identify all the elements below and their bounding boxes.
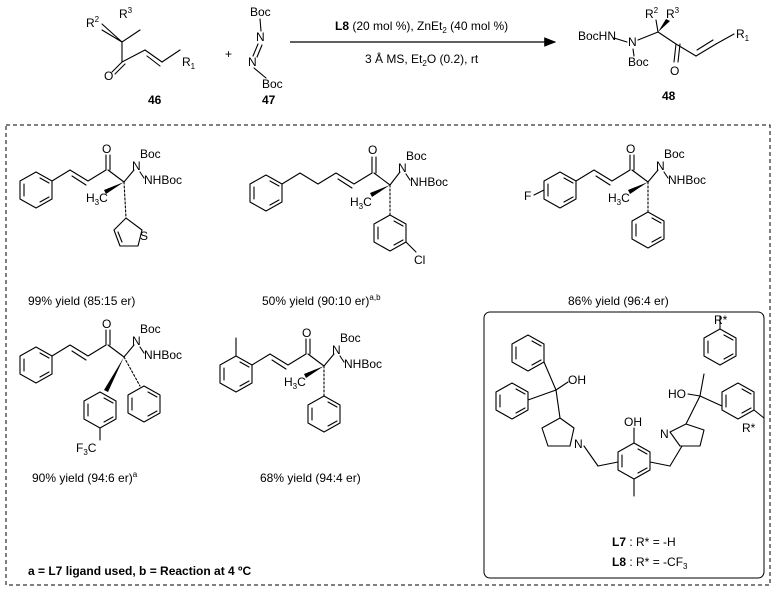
product-48: BocHN N Boc R2 R3 O R1 48 xyxy=(578,6,750,103)
atom-boc: Boc xyxy=(340,331,361,345)
product-structure-1: O N Boc NHBoc H3C S xyxy=(19,142,182,247)
atom-h3c: H3C xyxy=(608,191,630,207)
atom-boc: Boc xyxy=(140,147,161,161)
ligand-box xyxy=(483,311,765,579)
oxygen-label-product: O xyxy=(670,64,679,78)
atom-boc: Boc xyxy=(140,322,161,336)
atom-o: O xyxy=(626,142,635,156)
yield-label-4: 90% yield (94:6 er)a xyxy=(32,470,138,485)
atom-h3c: H3C xyxy=(350,195,372,211)
atom-h3c: H3C xyxy=(86,191,108,207)
conditions-line-2: 3 Å MS, Et2O (0.2), rt xyxy=(365,51,479,68)
atom-oh: OH xyxy=(568,373,586,387)
r2-label-product: R2 xyxy=(645,6,659,21)
boc-top: Boc xyxy=(250,5,271,19)
atom-f3c: F3C xyxy=(76,441,97,457)
yield-label-1: 99% yield (85:15 er) xyxy=(28,294,135,308)
n-atom-2: N xyxy=(248,55,257,69)
reactant-46: R2 R3 O R1 46 xyxy=(86,6,196,107)
bochn-label: BocHN xyxy=(578,29,616,43)
atom-o: O xyxy=(102,317,111,331)
compound-47-number: 47 xyxy=(262,93,276,107)
oxygen-label: O xyxy=(104,69,113,83)
ligand-l7-definition: L7 : R* = -H xyxy=(612,535,676,549)
atom-n: N xyxy=(132,159,141,173)
atom-nhboc: NHBoc xyxy=(410,175,448,189)
atom-rstar-right: R* xyxy=(742,421,756,435)
product-structure-5: O N Boc NHBoc H3C xyxy=(219,326,382,433)
atom-boc: Boc xyxy=(664,147,685,161)
ligand-structure: OH N OH N HO R* R* xyxy=(495,313,765,497)
atom-nhboc: NHBoc xyxy=(144,173,182,187)
boc-label: Boc xyxy=(628,55,649,69)
compound-46-number: 46 xyxy=(148,93,162,107)
atom-boc: Boc xyxy=(406,149,427,163)
yield-label-5: 68% yield (94:4 er) xyxy=(260,471,361,485)
atom-o: O xyxy=(102,142,111,156)
compound-48-number: 48 xyxy=(662,89,676,103)
product-structure-4: O N Boc NHBoc F3C xyxy=(19,317,182,457)
atom-ho: HO xyxy=(668,387,686,401)
atom-s: S xyxy=(140,229,148,243)
atom-n: N xyxy=(332,343,341,357)
yield-label-2: 50% yield (90:10 er)a,b xyxy=(262,293,381,308)
yield-label-3: 86% yield (96:4 er) xyxy=(568,294,669,308)
atom-o: O xyxy=(302,326,311,340)
atom-h3c: H3C xyxy=(284,375,306,391)
product-structure-3: F O N Boc NHBoc H3C xyxy=(524,142,706,249)
atom-nhboc: NHBoc xyxy=(668,173,706,187)
atom-n-left: N xyxy=(574,437,583,451)
r1-label-product: R1 xyxy=(736,27,750,43)
atom-o: O xyxy=(368,143,377,157)
plus-sign: + xyxy=(225,47,232,61)
atom-f: F xyxy=(524,189,531,203)
r3-label: R3 xyxy=(119,6,133,21)
atom-nhboc: NHBoc xyxy=(344,357,382,371)
atom-oh-phenol: OH xyxy=(624,415,642,429)
boc-bottom: Boc xyxy=(262,77,283,91)
n-atom-1: N xyxy=(256,30,265,44)
substrate-scope-frame xyxy=(5,124,771,586)
r3-label-product: R3 xyxy=(666,6,680,21)
atom-n-right: N xyxy=(660,427,669,441)
n-label: N xyxy=(628,35,637,49)
product-structure-2: O N Boc NHBoc H3C Cl xyxy=(249,143,448,267)
ligand-l8-definition: L8 : R* = -CF3 xyxy=(612,555,688,571)
reaction-arrow: L8 (20 mol %), ZnEt2 (40 mol %) 3 Å MS, … xyxy=(290,19,557,68)
atom-n: N xyxy=(398,161,407,175)
conditions-line-1: L8 (20 mol %), ZnEt2 (40 mol %) xyxy=(335,19,508,35)
atom-nhboc: NHBoc xyxy=(144,348,182,362)
reactant-47: Boc N N Boc 47 xyxy=(248,5,283,107)
atom-n: N xyxy=(132,334,141,348)
atom-rstar-top: R* xyxy=(714,313,728,327)
atom-n: N xyxy=(656,159,665,173)
atom-cl: Cl xyxy=(414,253,425,267)
r1-label: R1 xyxy=(182,55,196,71)
footnote: a = L7 ligand used, b = Reaction at 4 ºC xyxy=(28,564,251,578)
r2-label: R2 xyxy=(86,15,100,30)
